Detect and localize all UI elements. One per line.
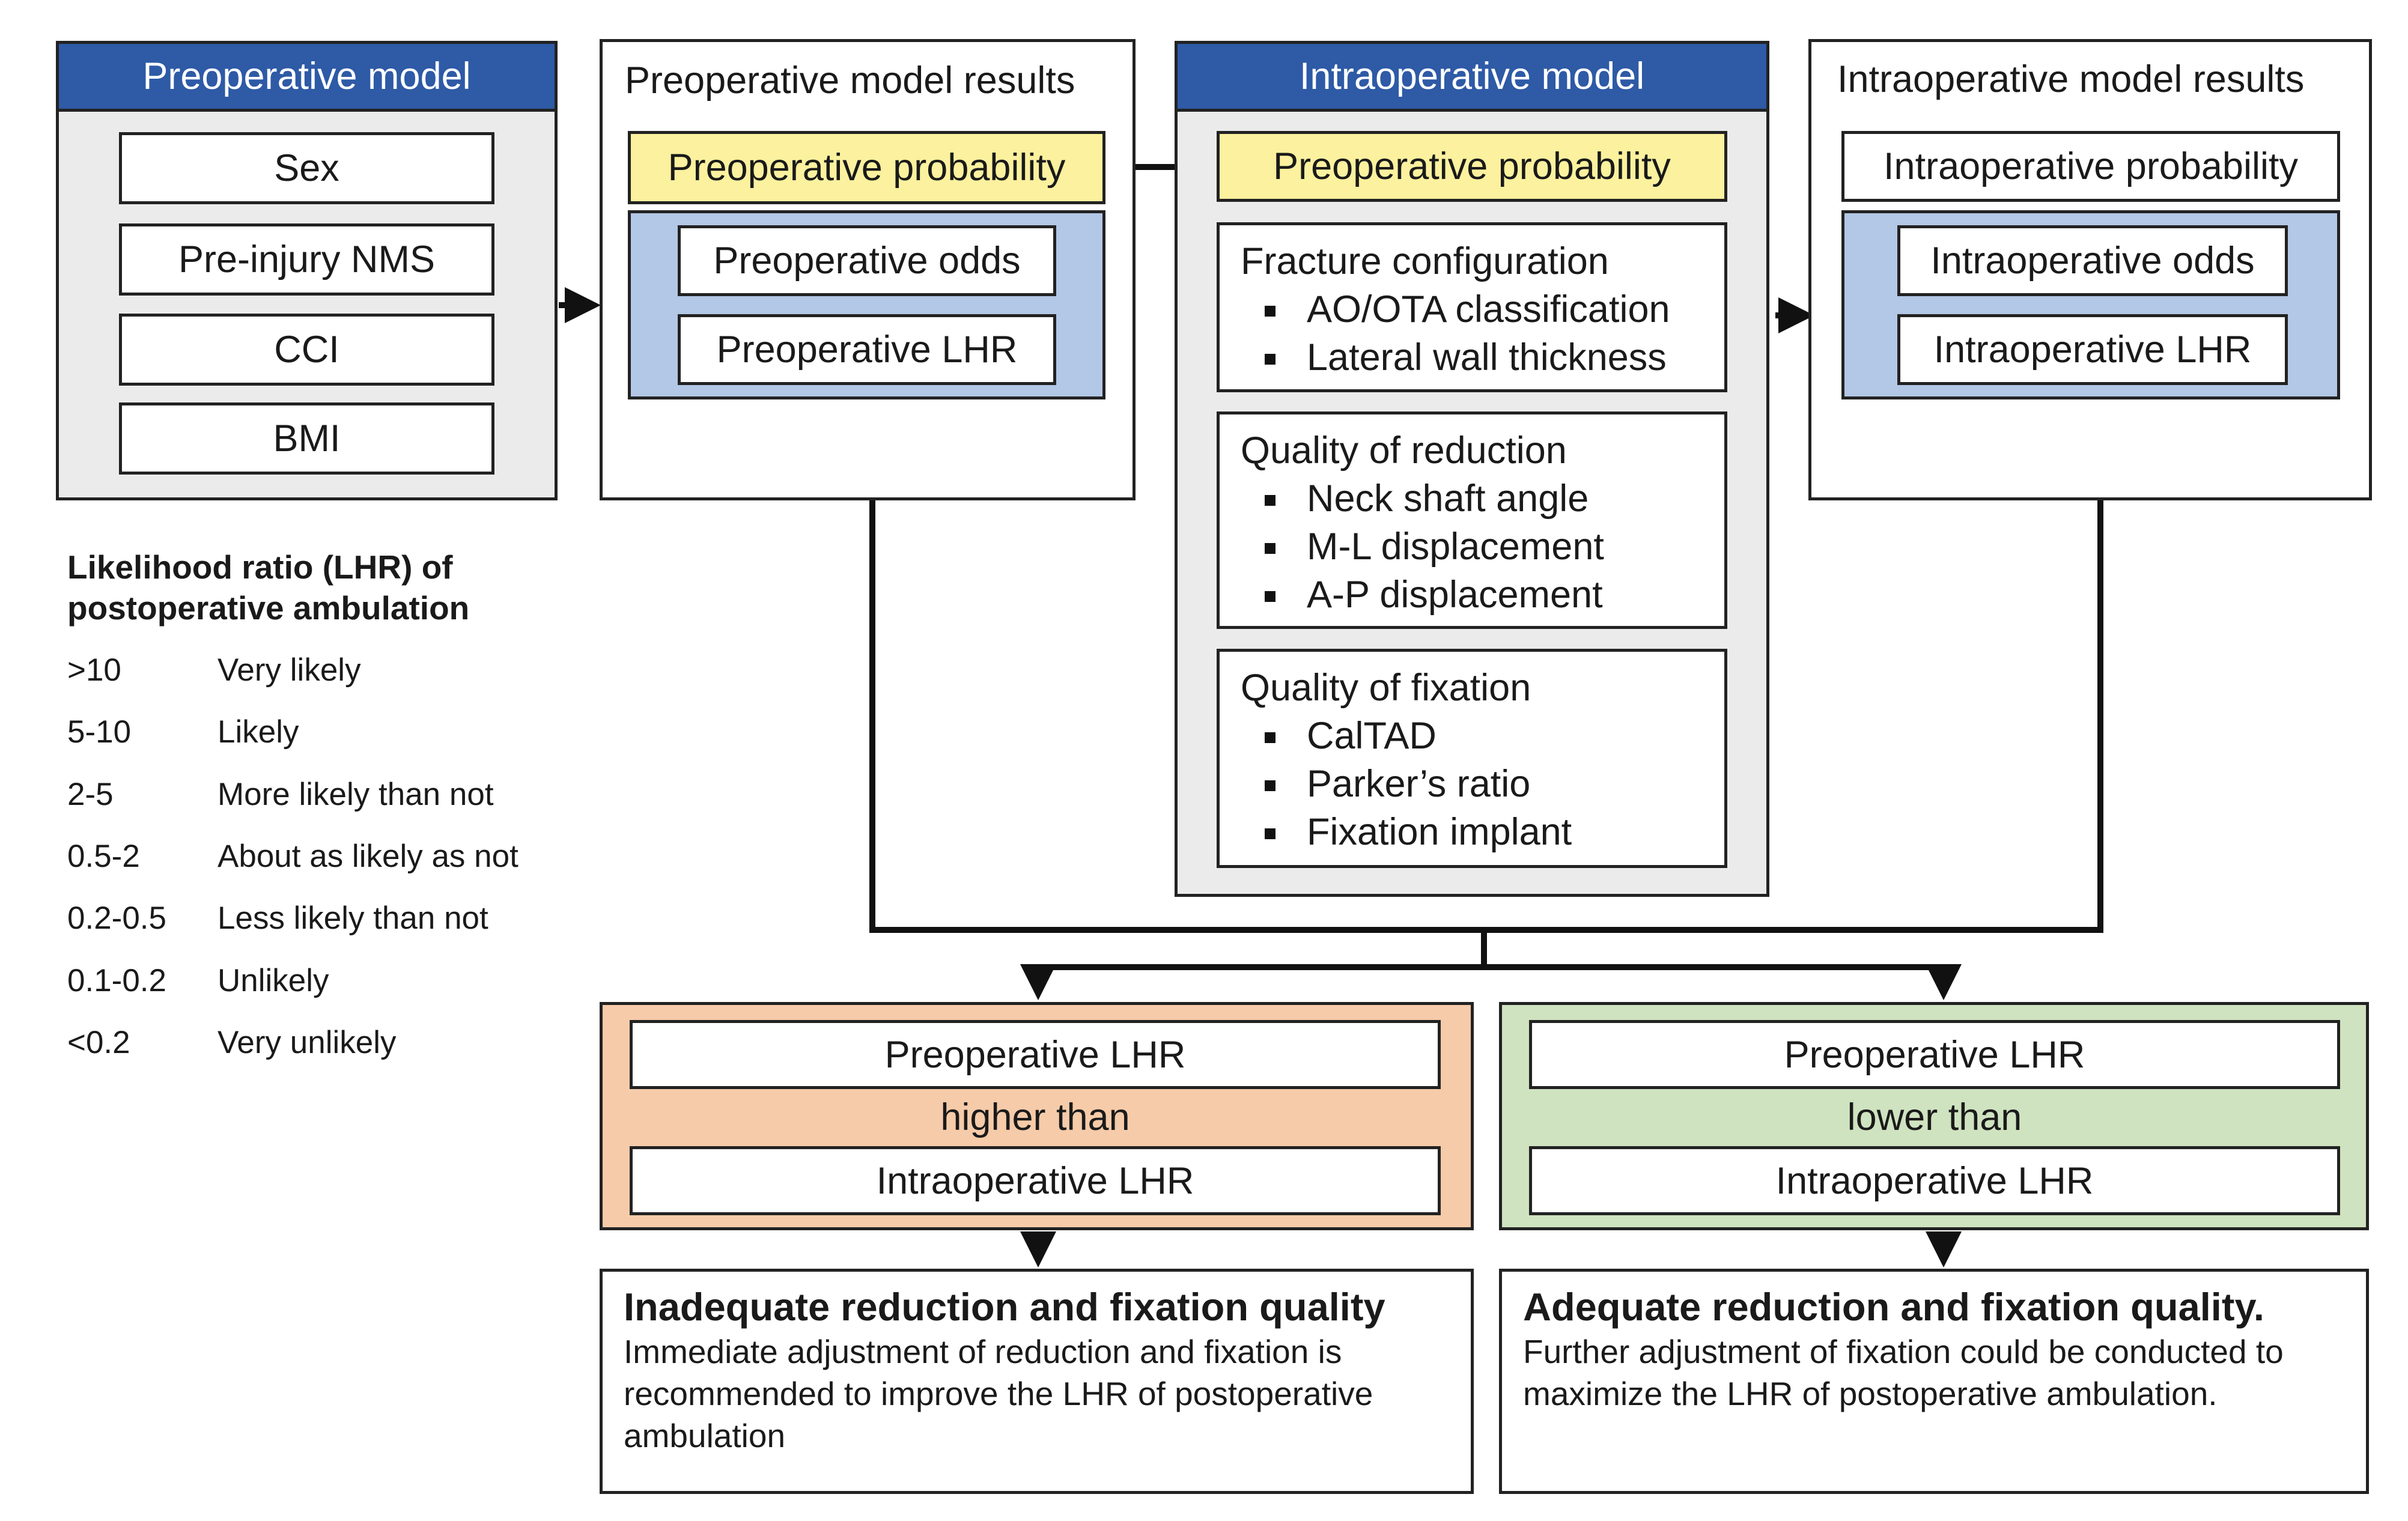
conclusion-inadequate-heading: Inadequate reduction and fixation qualit… xyxy=(624,1285,1385,1329)
legend-row: 0.1-0.2 Unlikely xyxy=(67,962,548,1004)
preop-item-sex: Sex xyxy=(119,132,494,204)
legend-label: Very unlikely xyxy=(217,1025,397,1060)
fracture-configuration-title: Fracture configuration xyxy=(1241,240,1609,282)
legend-range: 0.2-0.5 xyxy=(67,900,167,936)
reduction-item: A-P displacement xyxy=(1241,571,1724,619)
preop-odds: Preoperative odds xyxy=(678,225,1056,296)
legend-label: About as likely as not xyxy=(217,839,518,874)
legend-range: 0.1-0.2 xyxy=(67,963,167,998)
preop-item-nms: Pre-injury NMS xyxy=(119,223,494,296)
legend-label: Very likely xyxy=(217,652,361,688)
comparison-lower-top: Preoperative LHR xyxy=(1529,1020,2340,1089)
preop-item-cci: CCI xyxy=(119,314,494,386)
intraop-model-header: Intraoperative model xyxy=(1175,41,1769,112)
quality-of-reduction-box: Quality of reduction Neck shaft angle M-… xyxy=(1217,411,1727,629)
legend-row: >10 Very likely xyxy=(67,652,548,694)
conclusion-inadequate-line: Immediate adjustment of reduction and fi… xyxy=(624,1333,1342,1370)
fracture-configuration-box: Fracture configuration AO/OTA classifica… xyxy=(1217,222,1727,392)
legend-range: 0.5-2 xyxy=(67,839,140,874)
preop-model-header: Preoperative model xyxy=(56,41,558,112)
conclusion-inadequate-line: recommended to improve the LHR of postop… xyxy=(624,1375,1373,1412)
conclusion-inadequate: Inadequate reduction and fixation qualit… xyxy=(600,1269,1474,1494)
legend-range: 5-10 xyxy=(67,714,132,750)
conclusion-adequate-line: Further adjustment of fixation could be … xyxy=(1523,1333,2284,1370)
preop-results-probability: Preoperative probability xyxy=(628,131,1105,204)
fixation-item: Fixation implant xyxy=(1241,808,1724,856)
legend-row: 2-5 More likely than not xyxy=(67,776,548,818)
legend-range: >10 xyxy=(67,652,121,688)
legend-row: <0.2 Very unlikely xyxy=(67,1024,548,1066)
reduction-item: Neck shaft angle xyxy=(1241,475,1724,523)
fixation-item: CalTAD xyxy=(1241,712,1724,760)
comparison-higher-relation: higher than xyxy=(940,1096,1130,1138)
intraop-preop-probability: Preoperative probability xyxy=(1217,131,1727,202)
legend-row: 5-10 Likely xyxy=(67,714,548,756)
intraop-odds: Intraoperative odds xyxy=(1897,225,2288,296)
legend-title: Likelihood ratio (LHR) of postoperative … xyxy=(67,547,469,628)
intraop-results-title: Intraoperative model results xyxy=(1837,58,2305,100)
intraop-probability: Intraoperative probability xyxy=(1841,131,2340,202)
conclusion-adequate: Adequate reduction and fixation quality.… xyxy=(1499,1269,2369,1494)
legend-row: 0.5-2 About as likely as not xyxy=(67,838,548,880)
quality-of-fixation-title: Quality of fixation xyxy=(1241,667,1531,709)
conclusion-adequate-line: maximize the LHR of postoperative ambula… xyxy=(1523,1375,2218,1412)
fracture-item: AO/OTA classification xyxy=(1241,285,1724,333)
comparison-higher-top: Preoperative LHR xyxy=(630,1020,1441,1089)
preop-lhr: Preoperative LHR xyxy=(678,314,1056,385)
legend-range: <0.2 xyxy=(67,1025,130,1060)
comparison-lower-relation: lower than xyxy=(1847,1096,2022,1138)
legend-label: More likely than not xyxy=(217,777,494,812)
fracture-item: Lateral wall thickness xyxy=(1241,333,1724,381)
legend-title-line-1: Likelihood ratio (LHR) of xyxy=(67,548,453,586)
comparison-higher-bottom: Intraoperative LHR xyxy=(630,1146,1441,1215)
preop-results-title: Preoperative model results xyxy=(625,59,1075,102)
legend-label: Unlikely xyxy=(217,963,329,998)
legend-title-line-2: postoperative ambulation xyxy=(67,589,470,627)
fixation-item: Parker’s ratio xyxy=(1241,760,1724,808)
legend-label: Less likely than not xyxy=(217,900,488,936)
preop-item-bmi: BMI xyxy=(119,402,494,475)
legend-label: Likely xyxy=(217,714,299,750)
conclusion-inadequate-line: ambulation xyxy=(624,1417,786,1454)
quality-of-fixation-box: Quality of fixation CalTAD Parker’s rati… xyxy=(1217,649,1727,868)
legend-row: 0.2-0.5 Less likely than not xyxy=(67,900,548,942)
intraop-lhr: Intraoperative LHR xyxy=(1897,314,2288,385)
comparison-lower-bottom: Intraoperative LHR xyxy=(1529,1146,2340,1215)
quality-of-reduction-title: Quality of reduction xyxy=(1241,430,1567,472)
legend-range: 2-5 xyxy=(67,777,114,812)
conclusion-adequate-heading: Adequate reduction and fixation quality. xyxy=(1523,1285,2264,1329)
reduction-item: M-L displacement xyxy=(1241,523,1724,571)
